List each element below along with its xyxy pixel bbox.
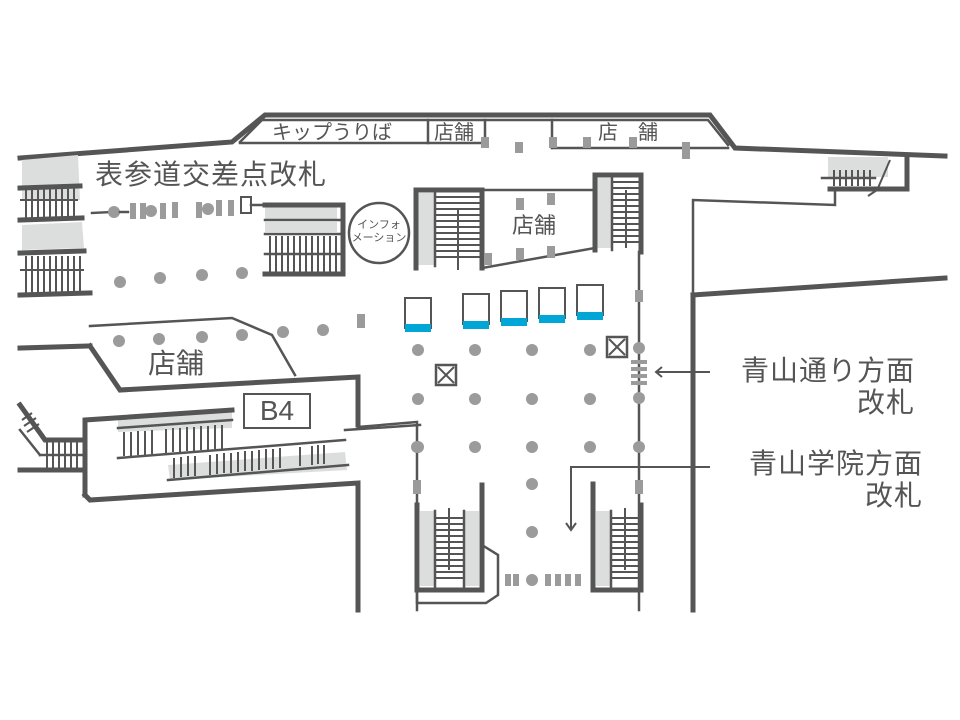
aoyama-dori-gate-label: 青山通り方面 改札: [715, 357, 915, 417]
information-icon: [347, 201, 411, 265]
omotesando-gate-label: 表参道交差点改札: [95, 158, 328, 191]
left-shop: [17, 316, 361, 428]
shop-left-label: 店舗: [148, 347, 205, 380]
center-escalator-right: [592, 172, 644, 255]
information-label: インフォ メーション: [350, 218, 408, 244]
aoyama-gakuin-gate-line2: 改札: [864, 479, 923, 512]
information-label-line2: メーション: [351, 231, 407, 244]
kiosk-label: キップうりば: [272, 120, 392, 144]
elevator-icon: [434, 335, 629, 387]
far-left-stairs: [16, 401, 88, 473]
central-hall-left-wall: [356, 420, 419, 612]
shop-top-small-label: 店舗: [434, 120, 474, 144]
stairs-near-omotesando: [262, 202, 346, 277]
aoyama-dori-gate-line1: 青山通り方面: [740, 354, 915, 387]
left-stairs-upper: [17, 155, 93, 298]
aoyama-gakuin-gate-line1: 青山学院方面: [748, 447, 923, 480]
bottom-escalator-left: [414, 482, 500, 605]
ticket-machines: [404, 284, 604, 332]
arrow-icon: [565, 366, 710, 532]
omotesando-gate-row: [90, 196, 267, 219]
information-label-line1: インフォ: [357, 218, 401, 231]
floor-badge: B4: [243, 393, 311, 429]
bottom-gate-row: [505, 574, 581, 586]
shop-top-right-label: 店 舗: [598, 120, 658, 144]
bottom-escalator-right: [590, 481, 644, 593]
aoyama-dori-gate-line2: 改札: [856, 386, 915, 419]
b4-escalators: [81, 407, 422, 613]
top-gates: [481, 137, 690, 153]
walkway-dots-row1: [114, 267, 248, 288]
aoyama-gakuin-gate-label: 青山学院方面 改札: [715, 450, 923, 510]
right-structure: [682, 147, 948, 613]
center-escalator-left: [413, 187, 485, 271]
central-left-gate: [411, 441, 423, 494]
top-wall: [17, 112, 948, 161]
shop-center-label: 店舗: [512, 214, 557, 239]
